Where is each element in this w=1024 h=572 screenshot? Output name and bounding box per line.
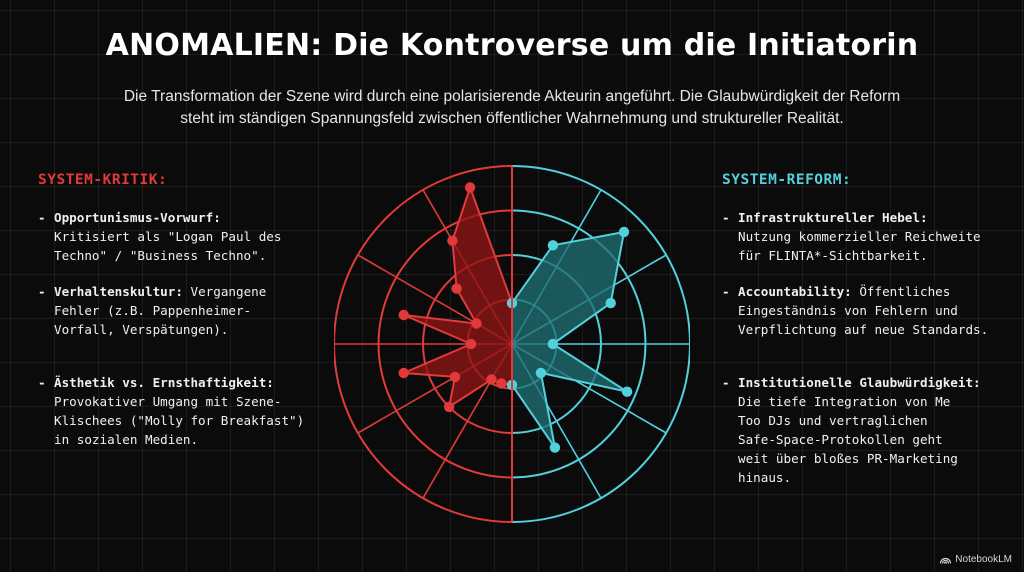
split-radar-diagram — [334, 165, 690, 523]
critique-data-point — [443, 401, 455, 413]
reform-data-point — [549, 442, 561, 453]
critique-data-point — [398, 309, 409, 321]
reform-item-term: Accountability: — [738, 284, 852, 299]
reform-item-credibility: - Institutionelle Glaubwürdigkeit: Die t… — [722, 373, 1012, 487]
critique-item-aesthetics: - Ästhetik vs. Ernsthaftigkeit: Provokat… — [38, 373, 338, 449]
bullet-dash: - — [38, 375, 46, 390]
system-critique-column: SYSTEM-KRITIK: - Opportunismus-Vorwurf: … — [38, 172, 338, 447]
subtitle: Die Transformation der Szene wird durch … — [60, 86, 964, 130]
critique-data-point — [447, 235, 458, 246]
reform-item-line: Safe-Space-Protokollen geht — [738, 432, 943, 447]
critique-item-line: Klischees ("Molly for Breakfast") — [54, 413, 305, 428]
reform-data-point — [618, 226, 630, 238]
reform-item-term: Institutionelle Glaubwürdigkeit: — [738, 375, 981, 390]
reform-data-point — [547, 338, 559, 350]
bullet-dash: - — [38, 284, 46, 299]
reform-item-line: Nutzung kommerzieller Reichweite — [738, 229, 981, 244]
critique-data-point — [486, 374, 497, 385]
critique-item-opportunism: - Opportunismus-Vorwurf: Kritisiert als … — [38, 208, 338, 265]
critique-data-point — [449, 371, 461, 383]
critique-item-line: Provokativer Umgang mit Szene- — [54, 394, 282, 409]
system-reform-column: SYSTEM-REFORM: - Infrastruktureller Hebe… — [722, 172, 1012, 485]
reform-item-line: Die tiefe Integration von Me — [738, 394, 951, 409]
critique-item-line: Fehler (z.B. Pappenheimer- — [54, 303, 252, 318]
system-critique-heading: SYSTEM-KRITIK: — [38, 172, 168, 188]
reform-item-accountability: - Accountability: Öffentliches Eingestän… — [722, 282, 1012, 339]
critique-item-line: Vorfall, Verspätungen). — [54, 322, 229, 337]
reform-data-point — [547, 240, 559, 251]
reform-data-point — [621, 386, 633, 397]
brand-watermark: NotebookLM — [940, 554, 1012, 565]
reform-item-line: hinaus. — [738, 470, 792, 485]
brand-label: NotebookLM — [955, 554, 1012, 565]
system-reform-heading: SYSTEM-REFORM: — [722, 172, 852, 188]
reform-item-inline: Öffentliches — [859, 284, 951, 299]
notebooklm-logo-icon — [940, 557, 952, 564]
critique-data-point — [496, 378, 507, 389]
subtitle-line-1: Die Transformation der Szene wird durch … — [123, 88, 901, 105]
critique-item-behavior: - Verhaltenskultur: Vergangene Fehler (z… — [38, 282, 338, 339]
reform-item-infrastructure: - Infrastruktureller Hebel: Nutzung komm… — [722, 208, 1012, 265]
critique-item-line: in sozialen Medien. — [54, 432, 199, 447]
bullet-dash: - — [722, 210, 730, 225]
page-title: ANOMALIEN: Die Kontroverse um die Initia… — [105, 28, 919, 63]
bullet-dash: - — [722, 375, 730, 390]
subtitle-line-2: steht im ständigen Spannungsfeld zwische… — [180, 110, 844, 127]
reform-polygon — [511, 231, 629, 449]
reform-item-line: Verpflichtung auf neue Standards. — [738, 322, 989, 337]
reform-data-point — [535, 367, 547, 379]
critique-data-point — [465, 338, 477, 350]
critique-item-term: Ästhetik vs. Ernsthaftigkeit: — [54, 375, 274, 390]
critique-item-line: Techno" / "Business Techno". — [54, 248, 267, 263]
reform-points — [506, 226, 633, 453]
critique-item-line: Kritisiert als "Logan Paul des — [54, 229, 282, 244]
bullet-dash: - — [38, 210, 46, 225]
critique-item-term: Opportunismus-Vorwurf: — [54, 210, 221, 225]
reform-item-term: Infrastruktureller Hebel: — [738, 210, 928, 225]
reform-item-line: weit über bloßes PR-Marketing — [738, 451, 958, 466]
reform-data-point — [605, 297, 616, 309]
bullet-dash: - — [722, 284, 730, 299]
critique-data-point — [471, 318, 482, 329]
reform-item-line: für FLINTA*-Sichtbarkeit. — [738, 248, 928, 263]
critique-item-inline: Vergangene — [190, 284, 267, 299]
critique-data-point — [464, 182, 476, 193]
critique-item-term: Verhaltenskultur: — [54, 284, 183, 299]
critique-data-point — [451, 283, 462, 294]
critique-data-point — [398, 367, 409, 379]
reform-item-line: Eingeständnis von Fehlern und — [738, 303, 958, 318]
reform-item-line: Too DJs und vertraglichen — [738, 413, 928, 428]
